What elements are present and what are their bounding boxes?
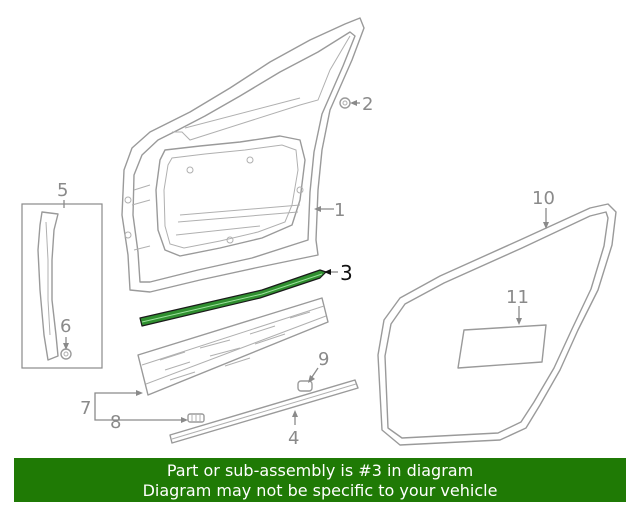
- banner-line-2: Diagram may not be specific to your vehi…: [142, 481, 498, 500]
- callout-11: 11: [506, 287, 529, 308]
- callout-4: 4: [288, 428, 299, 449]
- callout-7: 7: [80, 398, 91, 419]
- callout-3: 3: [340, 261, 353, 285]
- clip-part-2: [339, 97, 351, 109]
- callout-1: 1: [334, 200, 345, 221]
- callout-6: 6: [60, 316, 71, 337]
- leader-lines: [63, 100, 549, 425]
- door-seal-part-10: [377, 203, 617, 446]
- callout-8: 8: [110, 412, 121, 433]
- highlighted-part-3: [139, 269, 327, 327]
- callout-2: 2: [362, 94, 373, 115]
- retainer-part-8: [187, 413, 205, 423]
- label-part-11: [457, 324, 547, 369]
- callout-5: 5: [57, 180, 68, 201]
- door-molding: [137, 297, 329, 396]
- lower-molding-part-4: [169, 379, 359, 444]
- clip-part-9: [297, 380, 313, 392]
- callout-10: 10: [532, 188, 555, 209]
- vehicle-fit-banner: Part or sub-assembly is #3 in diagram Di…: [14, 458, 626, 502]
- door-shell: [121, 17, 365, 293]
- inset-box: [21, 203, 103, 369]
- banner-line-1: Part or sub-assembly is #3 in diagram: [166, 461, 474, 480]
- callout-9: 9: [318, 349, 329, 370]
